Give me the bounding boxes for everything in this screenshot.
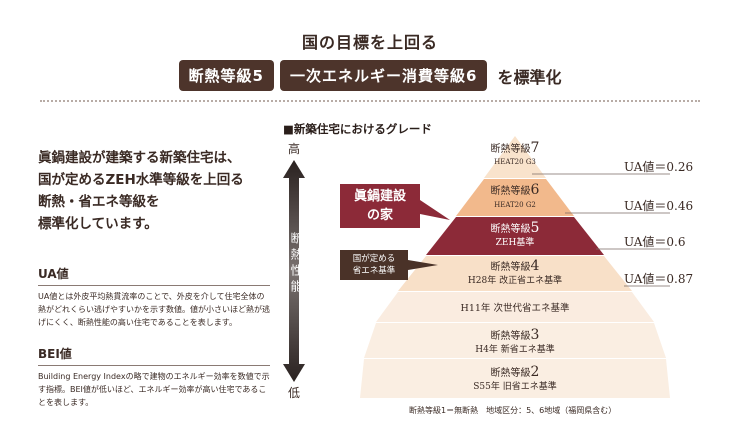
ua-value-4: UA値＝0.87 bbox=[624, 272, 694, 286]
national-callout-pointer bbox=[408, 260, 438, 270]
tier-3-sub: H4年 新省エネ基準 bbox=[475, 343, 554, 355]
intro-line: 標準化しています。 bbox=[38, 216, 158, 232]
headline-row: 断熱等級5 一次エネルギー消費等級6 を標準化 bbox=[0, 60, 740, 91]
ua-section-title: UA値 bbox=[38, 267, 69, 281]
tier-4-label: 断熱等級4 bbox=[491, 258, 540, 274]
tier-3-label: 断熱等級3 bbox=[491, 327, 540, 343]
ua-value-6: UA値＝0.46 bbox=[624, 199, 694, 213]
grade-title: ■新築住宅におけるグレード bbox=[283, 122, 432, 136]
bei-section-title: BEI値 bbox=[38, 347, 72, 361]
tier-7-sub: HEAT20 G3 bbox=[494, 158, 536, 166]
headline-suffix: を標準化 bbox=[497, 67, 562, 87]
bei-section-rule bbox=[38, 365, 270, 366]
ua-value-7: UA値＝0.26 bbox=[624, 160, 694, 174]
pill-insulation-grade: 断熱等級5 bbox=[178, 60, 274, 91]
intro-line: 眞鍋建設が建築する新築住宅は、 bbox=[38, 150, 241, 166]
intro-text: 眞鍋建設が建築する新築住宅は、 国が定めるZEH水準等級を上回る 断熱・省エネ等… bbox=[38, 147, 268, 235]
performance-arrow bbox=[283, 160, 305, 382]
company-callout-line1: 眞鍋建設 bbox=[353, 189, 406, 204]
headline-top: 国の目標を上回る bbox=[301, 33, 438, 52]
label-low: 低 bbox=[288, 386, 301, 400]
label-high: 高 bbox=[288, 142, 301, 156]
tier-2-label: 断熱等級2 bbox=[491, 364, 540, 380]
arrow-label: 断熱性能 bbox=[288, 232, 303, 300]
tier-4-sub: H28年 改正省エネ基準 bbox=[468, 274, 562, 286]
company-callout-pointer bbox=[420, 200, 450, 220]
bei-section-body: Building Energy Indexの略で建物のエネルギー効率を数値で示す… bbox=[38, 372, 270, 407]
national-callout: 国が定める 省エネ基準 bbox=[340, 250, 408, 280]
dotted-divider bbox=[40, 100, 700, 102]
tier-5-label: 断熱等級5 bbox=[491, 220, 540, 236]
tier-7-label: 断熱等級7 bbox=[491, 140, 540, 156]
tier-shape-4 bbox=[398, 256, 632, 291]
tier-5-sub: ZEH基準 bbox=[496, 236, 535, 248]
bei-section: BEI値 Building Energy Indexの略で建物のエネルギー効率を… bbox=[38, 345, 270, 409]
arrow-label-text: 断熱性能 bbox=[289, 232, 303, 296]
tier-shape-5 bbox=[426, 217, 604, 255]
tier-2-sub: S55年 旧省エネ基準 bbox=[473, 380, 556, 392]
tier-h11-label: H11年 次世代省エネ基準 bbox=[461, 302, 570, 314]
tier-shape-h11 bbox=[376, 292, 654, 322]
tier-shape-6 bbox=[456, 179, 574, 216]
tier-6-sub: HEAT20 G2 bbox=[494, 201, 536, 209]
intro-line: 断熱・省エネ等級を bbox=[38, 194, 160, 210]
pill-energy-grade: 一次エネルギー消費等級6 bbox=[279, 60, 488, 91]
ua-section-rule bbox=[38, 285, 270, 286]
ua-section-body: UA値とは外皮平均熱貫流率のことで、外皮を介して住宅全体の熱がどれくらい逃げやす… bbox=[38, 292, 270, 327]
company-callout: 眞鍋建設 の家 bbox=[340, 184, 420, 228]
company-callout-line2: の家 bbox=[366, 208, 393, 223]
national-callout-line1: 国が定める bbox=[352, 254, 396, 264]
tier-shape-2 bbox=[360, 359, 670, 398]
footnote: 断熱等級1＝無断熱 地域区分：5、6地域（福岡県含む） bbox=[409, 406, 617, 415]
grade-pyramid: 断熱等級7 HEAT20 G3 断熱等級6 HEAT20 G2 断熱等級5 ZE… bbox=[360, 136, 670, 398]
tier-6-label: 断熱等級6 bbox=[491, 182, 540, 198]
ua-section: UA値 UA値とは外皮平均熱貫流率のことで、外皮を介して住宅全体の熱がどれくらい… bbox=[38, 265, 270, 329]
tier-shape-3 bbox=[364, 323, 666, 358]
ua-value-5: UA値＝0.6 bbox=[624, 235, 686, 249]
intro-line: 国が定めるZEH水準等級を上回る bbox=[38, 172, 244, 188]
tier-shape-7 bbox=[484, 136, 546, 178]
national-callout-line2: 省エネ基準 bbox=[352, 266, 396, 276]
